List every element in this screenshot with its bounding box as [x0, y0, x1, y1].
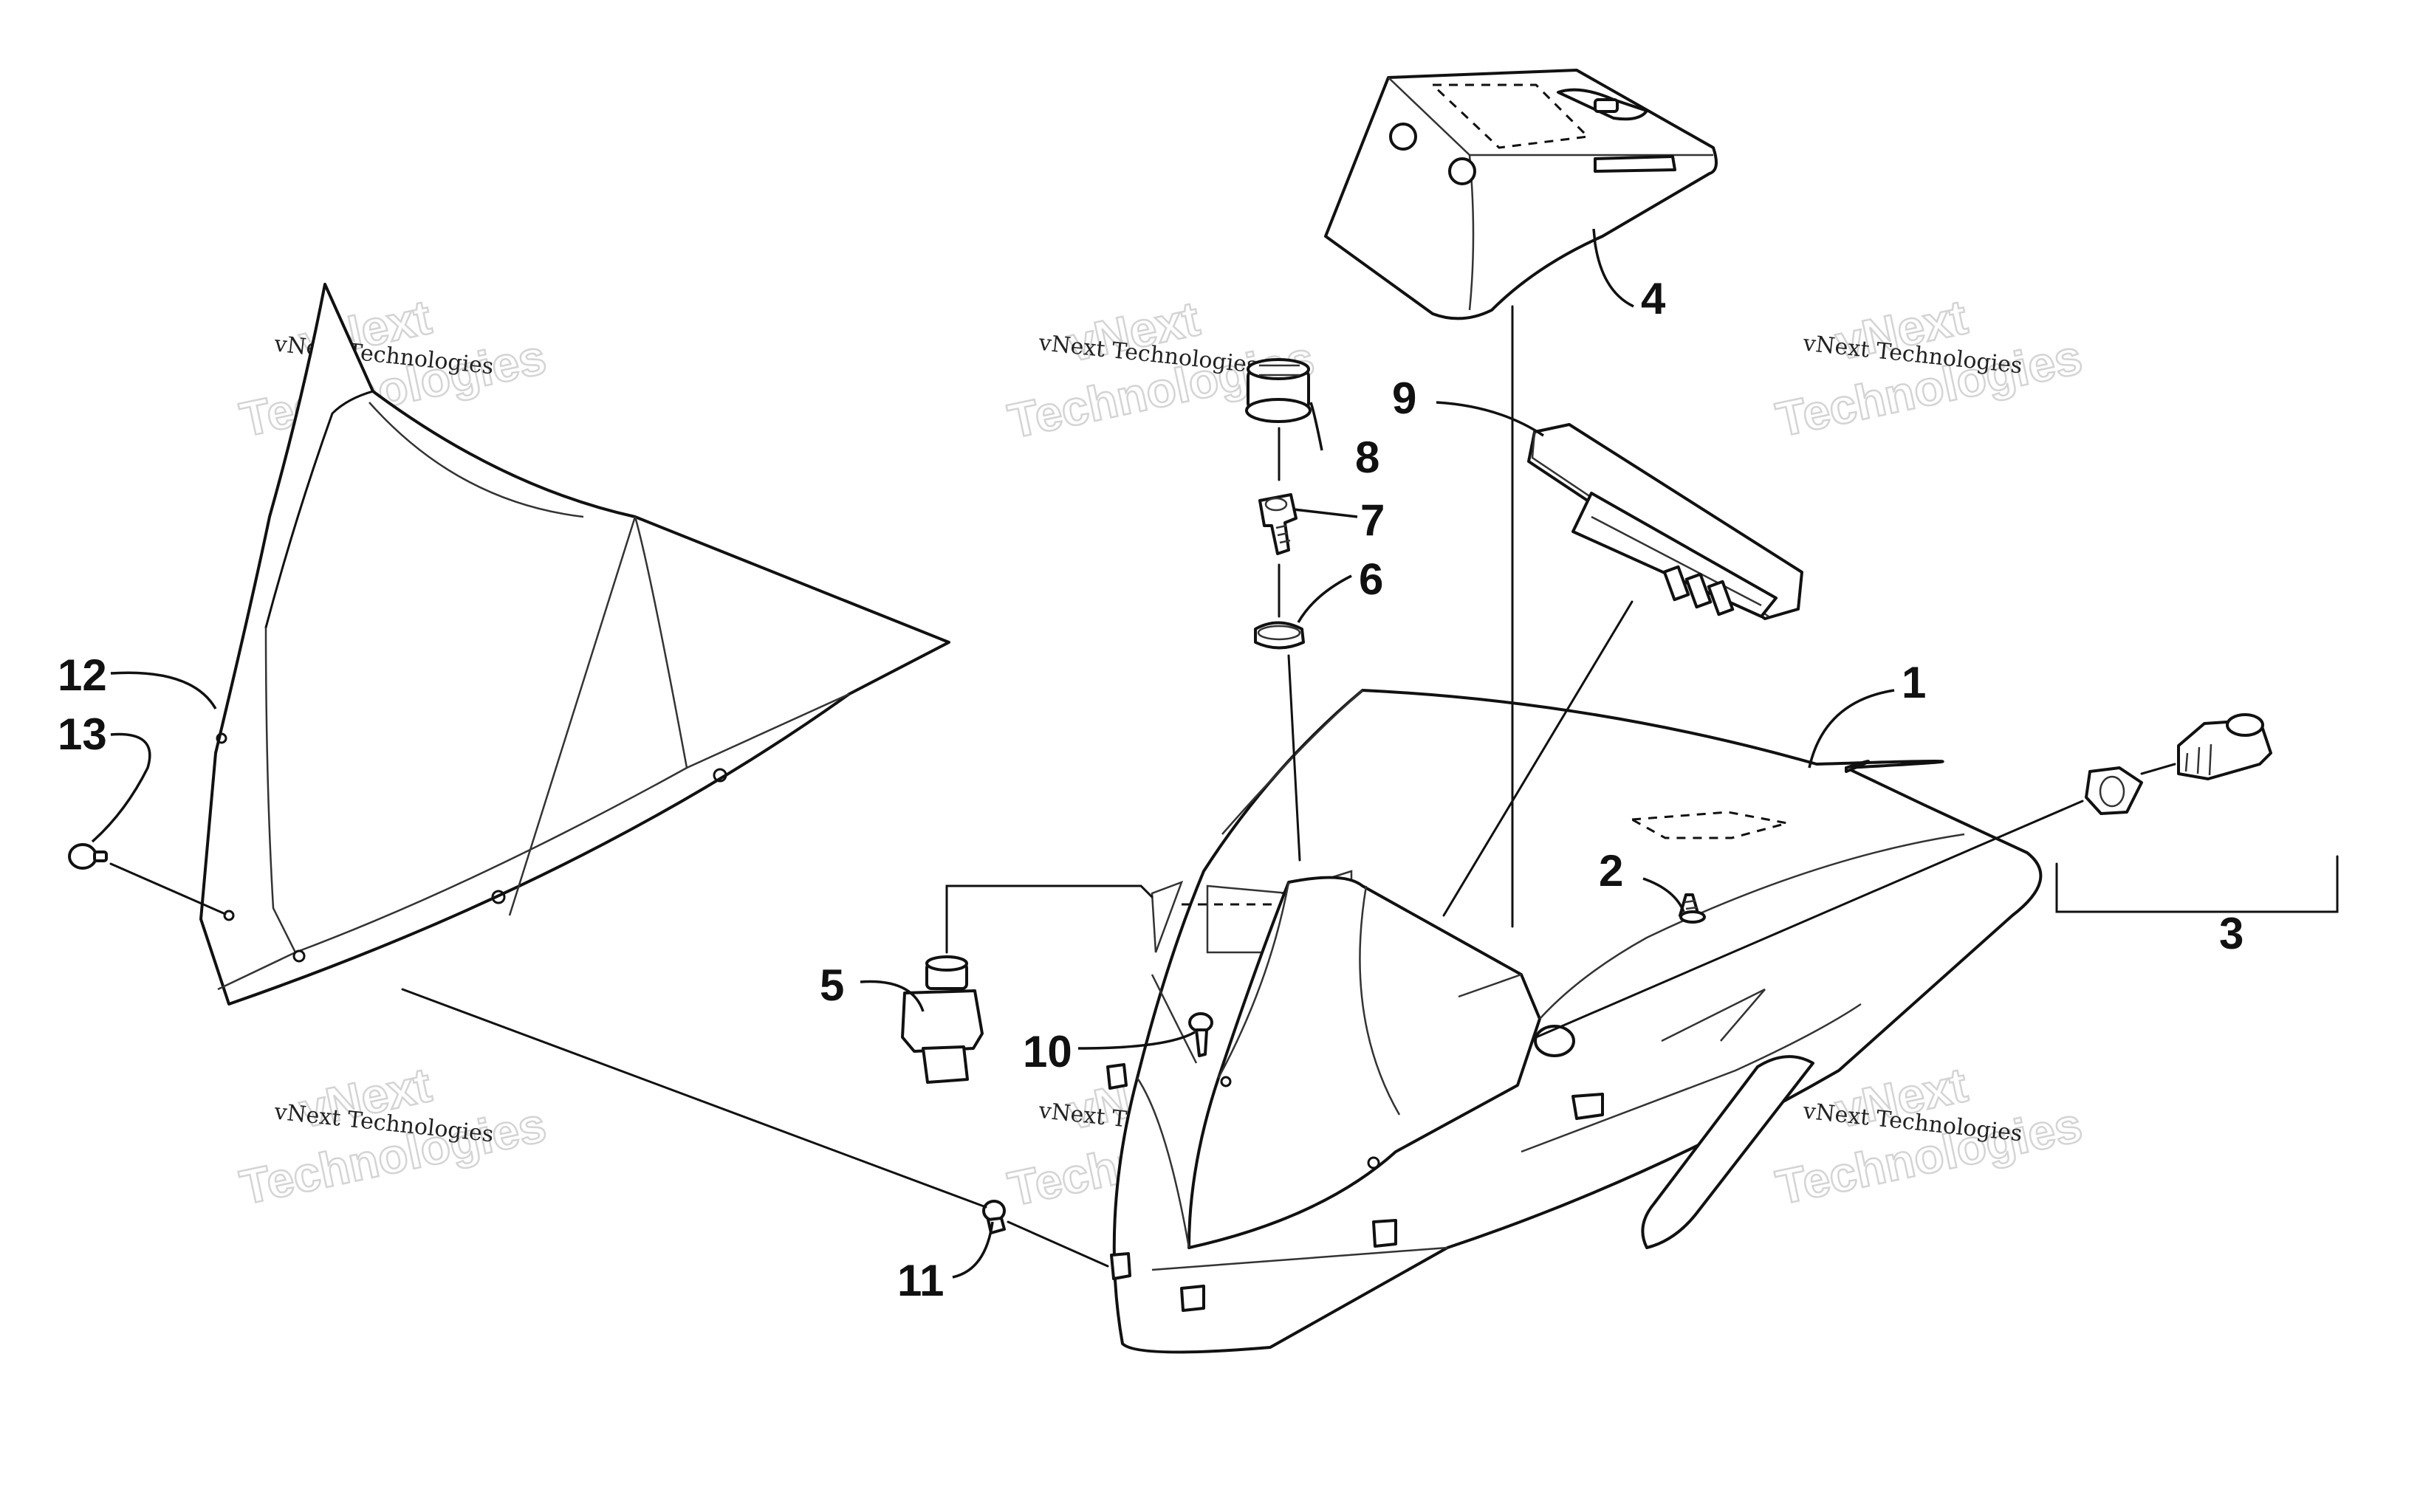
assembly-lines — [401, 305, 2339, 1268]
callout-10: 10 — [1023, 1027, 1072, 1076]
screw-part — [68, 843, 227, 915]
watermark-top-right: vNext Technologies — [1770, 288, 2087, 447]
hood-part — [1106, 689, 2043, 1354]
module-part — [1527, 423, 1803, 620]
callout-6: 6 — [1359, 554, 1383, 604]
callout-7: 7 — [1360, 495, 1385, 545]
switch-part — [901, 955, 984, 1084]
callout-8: 8 — [1355, 433, 1379, 482]
callout-leaders — [91, 228, 1895, 1279]
power-outlet-part — [2085, 713, 2272, 815]
callout-1: 1 — [1902, 658, 1926, 707]
ignition-switch-part — [1245, 358, 1312, 423]
callout-4: 4 — [1641, 274, 1666, 323]
callout-12: 12 — [58, 650, 107, 700]
callout-13: 13 — [58, 709, 107, 759]
callout-5: 5 — [820, 961, 844, 1010]
instrument-pod-part — [1324, 69, 1718, 320]
callout-2: 2 — [1599, 846, 1623, 896]
key-part — [1258, 493, 1298, 555]
nut-part — [1254, 621, 1305, 650]
fastener-part — [982, 1200, 1006, 1234]
hood-screw-part — [1679, 893, 1706, 924]
windshield-part — [199, 283, 950, 1006]
small-screw-part — [1188, 1012, 1213, 1057]
callout-3: 3 — [2219, 909, 2244, 958]
callout-9: 9 — [1392, 374, 1416, 423]
callout-11: 11 — [897, 1256, 944, 1305]
